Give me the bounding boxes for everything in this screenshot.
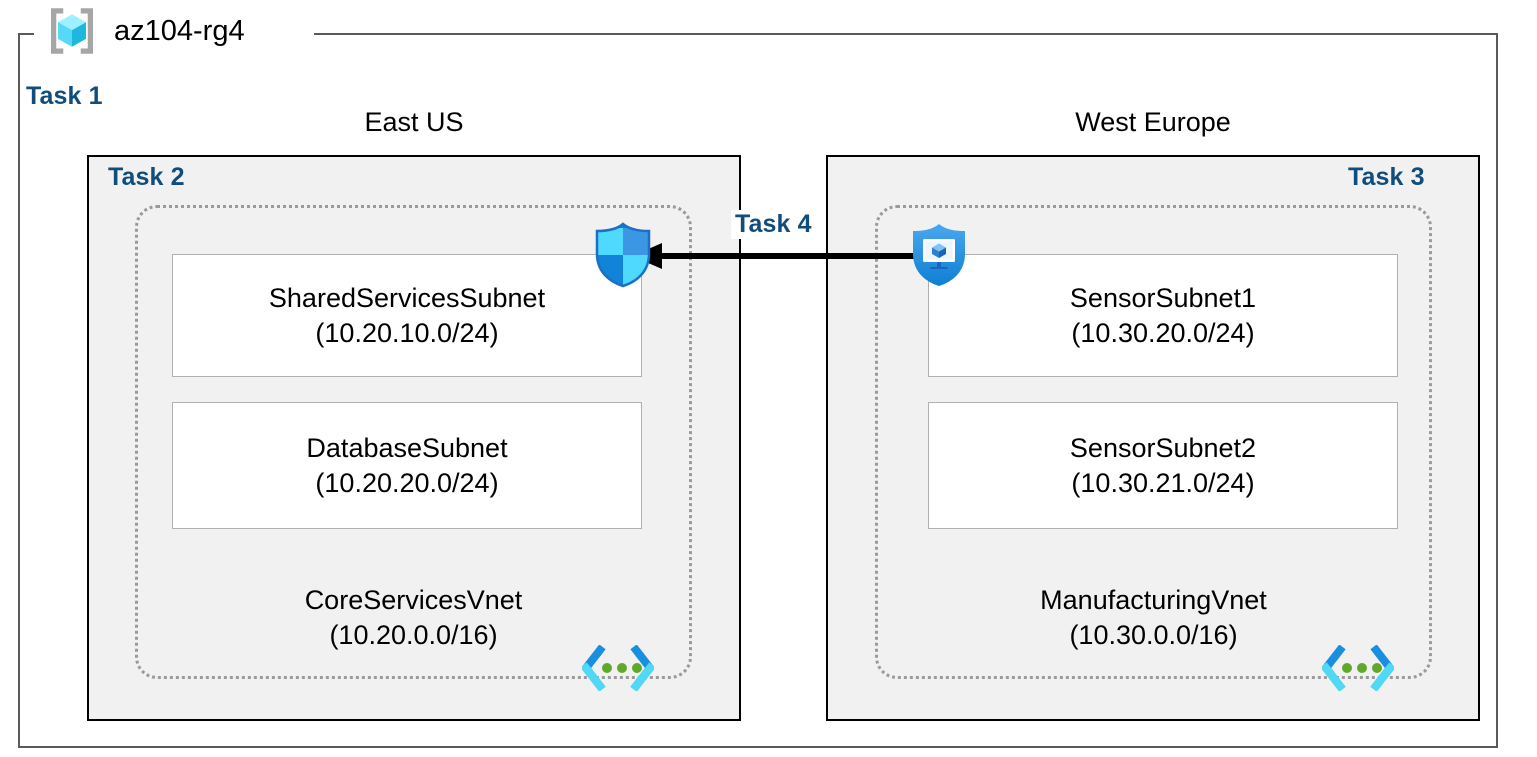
region-title-west-europe: West Europe: [1075, 107, 1231, 137]
vnet-name: CoreServicesVnet: [304, 585, 523, 615]
bastion-shield-monitor-icon: [913, 224, 965, 286]
resource-group-cube-icon: [51, 8, 93, 54]
subnet-name: SharedServicesSubnet: [268, 282, 546, 313]
vnet-icon: [582, 645, 654, 691]
vnet-peering-arrow: [632, 243, 930, 269]
task-2-label: Task 2: [108, 163, 185, 191]
subnet-box-shared-services[interactable]: SharedServicesSubnet (10.20.10.0/24): [172, 254, 642, 377]
resource-group-title-gap: [34, 24, 314, 44]
resource-group-frame: [18, 33, 1498, 748]
task-1-label: Task 1: [26, 82, 103, 110]
subnet-cidr: (10.20.20.0/24): [315, 467, 499, 498]
region-title-east-us: East US: [364, 107, 464, 137]
subnet-name: SensorSubnet2: [1069, 432, 1257, 463]
task-4-label: Task 4: [731, 210, 816, 239]
vnet-caption-manufacturing: ManufacturingVnet (10.30.0.0/16): [890, 583, 1417, 652]
subnet-cidr: (10.20.10.0/24): [315, 317, 499, 348]
vnet-box-core-services: [135, 205, 692, 679]
subnet-name: DatabaseSubnet: [306, 432, 508, 463]
subnet-box-sensor1[interactable]: SensorSubnet1 (10.30.20.0/24): [928, 254, 1398, 377]
resource-group-name: az104-rg4: [114, 14, 245, 47]
network-security-group-shield-icon: [595, 222, 651, 288]
vnet-caption-core-services: CoreServicesVnet (10.20.0.0/16): [150, 583, 677, 652]
subnet-box-database[interactable]: DatabaseSubnet (10.20.20.0/24): [172, 402, 642, 529]
resource-group-header: az104-rg4: [44, 0, 245, 62]
subnet-cidr: (10.30.20.0/24): [1071, 317, 1255, 348]
task-3-label: Task 3: [1348, 163, 1425, 191]
vnet-cidr: (10.30.0.0/16): [1069, 619, 1238, 650]
vnet-box-manufacturing: [875, 205, 1432, 679]
vnet-cidr: (10.20.0.0/16): [329, 619, 498, 650]
subnet-name: SensorSubnet1: [1069, 282, 1257, 313]
vnet-name: ManufacturingVnet: [1040, 585, 1267, 615]
subnet-box-sensor2[interactable]: SensorSubnet2 (10.30.21.0/24): [928, 402, 1398, 529]
subnet-cidr: (10.30.21.0/24): [1071, 467, 1255, 498]
vnet-icon: [1322, 645, 1394, 691]
